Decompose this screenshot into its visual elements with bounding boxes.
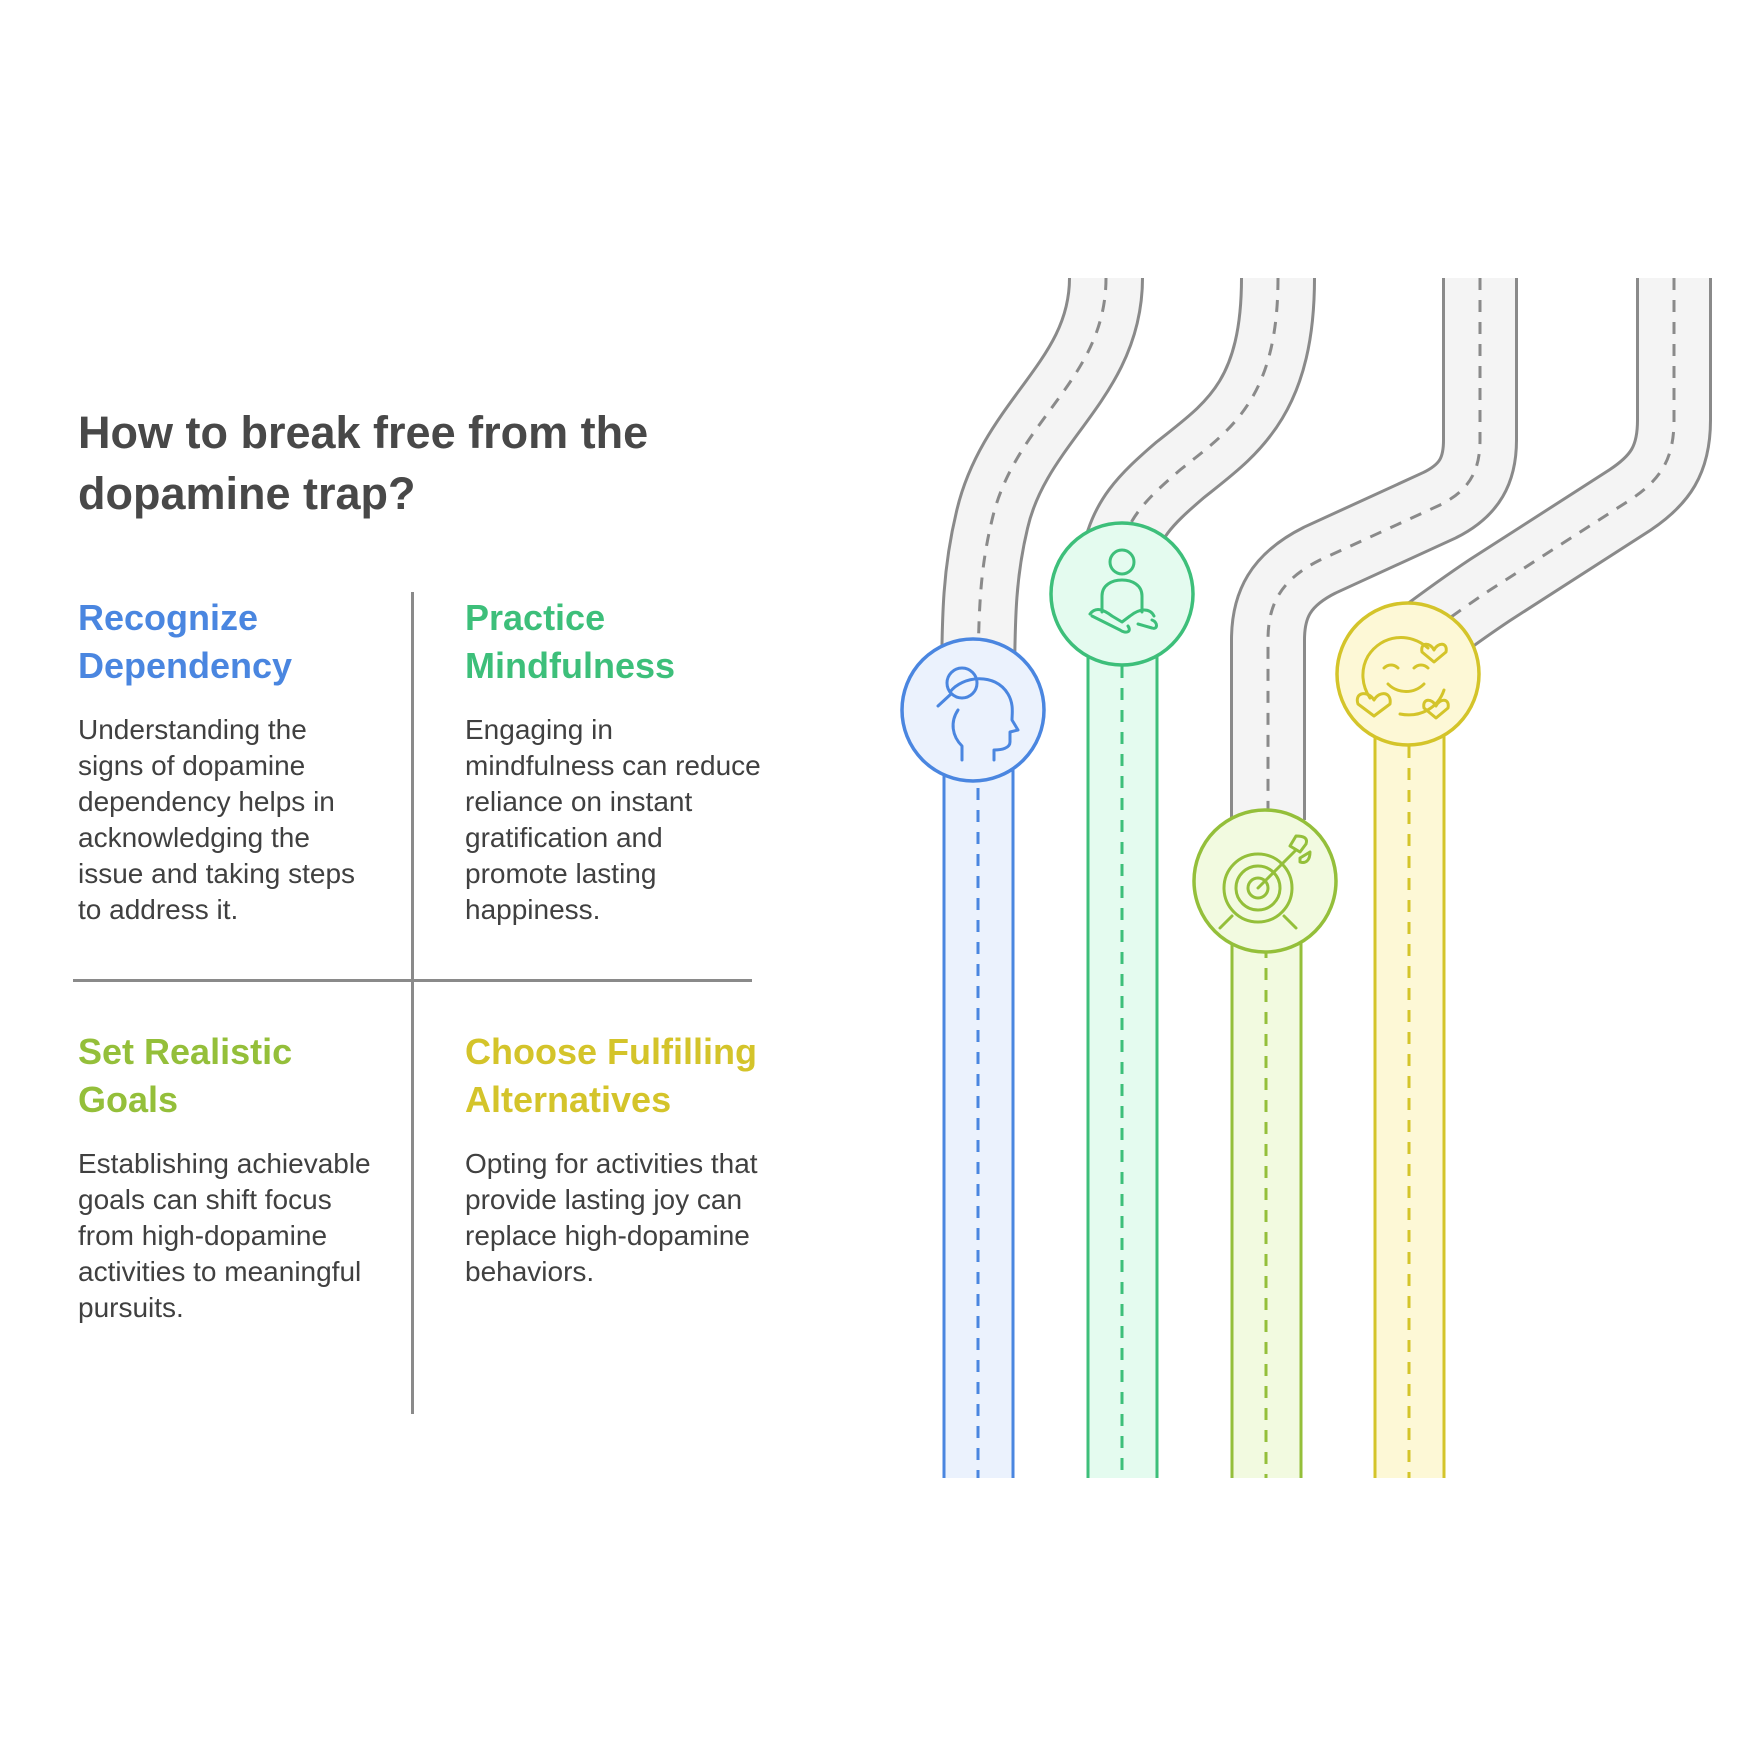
horizontal-divider <box>73 979 752 982</box>
meditation-icon <box>1088 548 1158 634</box>
page-title: How to break free from the dopamine trap… <box>78 407 649 519</box>
heading-choose-fulfilling-alternatives: Choose Fulfilling Alternatives <box>465 1031 757 1120</box>
smiley-hearts-icon <box>1355 636 1450 720</box>
text-practice-mindfulness: Engaging in mindfulness can reduce relia… <box>465 714 761 925</box>
vertical-divider <box>411 592 414 1414</box>
node-circle-2 <box>1049 521 1195 667</box>
road-gray-dash-1 <box>976 277 1108 701</box>
quadrant-choose-fulfilling-alternatives: Choose Fulfilling Alternatives Opting fo… <box>465 1028 765 1290</box>
road-colored-2 <box>1087 600 1158 1478</box>
heading-practice-mindfulness: Practice Mindfulness <box>465 597 676 686</box>
road-choose-fulfilling-alternatives <box>1335 278 1712 1478</box>
road-gray-dash-2 <box>1116 277 1280 561</box>
road-gray-dash-3 <box>1266 278 1482 820</box>
road-gray-fill-2 <box>1083 277 1313 568</box>
node-circle-4 <box>1335 601 1481 747</box>
quadrant-practice-mindfulness: Practice Mindfulness Engaging in mindful… <box>465 594 765 928</box>
road-set-realistic-goals <box>1192 278 1518 1478</box>
text-set-realistic-goals: Establishing achievable goals can shift … <box>78 1148 371 1323</box>
heading-recognize-dependency: Recognize Dependency <box>78 597 293 686</box>
node-circle-1 <box>900 637 1046 783</box>
quadrant-recognize-dependency: Recognize Dependency Understanding the s… <box>78 594 378 928</box>
road-practice-mindfulness <box>1049 277 1316 1478</box>
head-search-icon <box>936 666 1020 762</box>
road-recognize-dependency <box>900 276 1144 1478</box>
quadrant-set-realistic-goals: Set Realistic Goals Establishing achieva… <box>78 1028 378 1326</box>
text-recognize-dependency: Understanding the signs of dopamine depe… <box>78 714 356 925</box>
target-arrow-icon <box>1218 834 1312 930</box>
heading-set-realistic-goals: Set Realistic Goals <box>78 1031 293 1120</box>
text-choose-fulfilling-alternatives: Opting for activities that provide lasti… <box>465 1148 758 1287</box>
